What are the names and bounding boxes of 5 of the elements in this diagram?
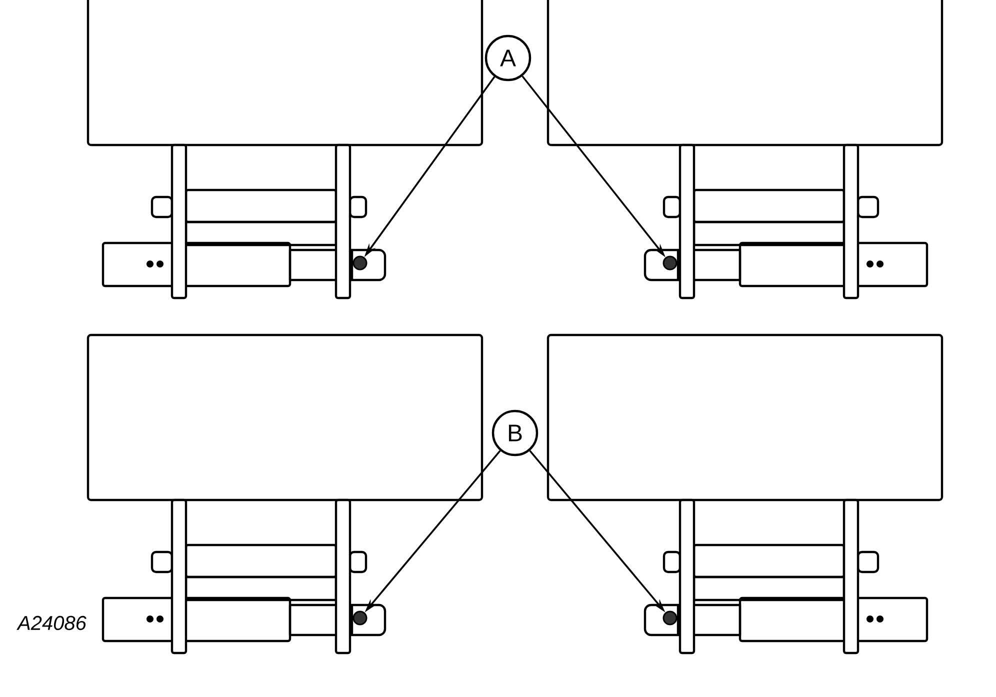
bolt-head: [352, 610, 368, 626]
bolt-head: [662, 610, 678, 626]
bolt-head: [352, 256, 368, 270]
bolt-head: [662, 256, 678, 270]
figure-number: A24086: [16, 616, 86, 630]
